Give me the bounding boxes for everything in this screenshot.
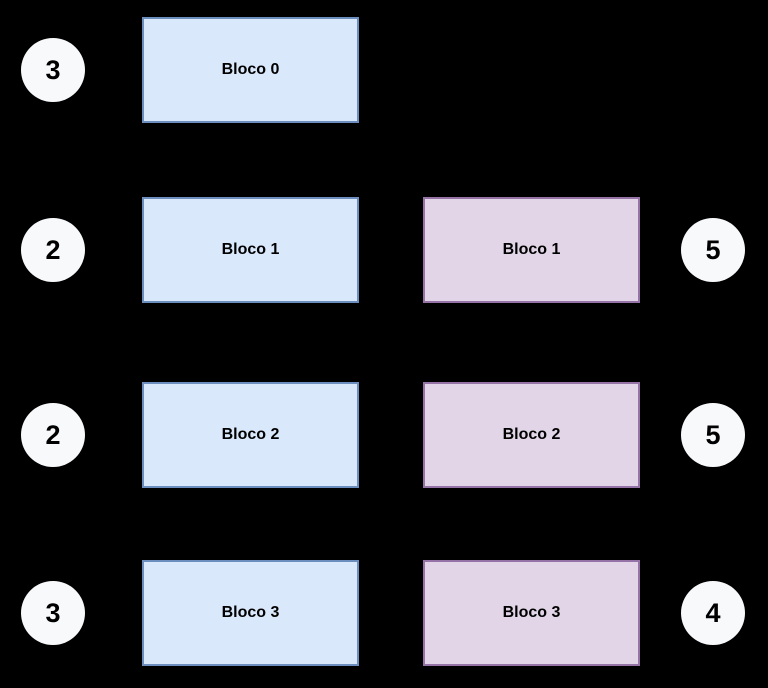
right-block[interactable]: Bloco 3 — [423, 560, 640, 666]
diagram-row: 2 Bloco 1 Bloco 1 5 — [0, 197, 768, 305]
left-block-label: Bloco 2 — [221, 426, 280, 443]
left-block-label: Bloco 1 — [221, 241, 280, 258]
diagram-row: 2 Bloco 2 Bloco 2 5 — [0, 382, 768, 490]
left-count-badge-value: 3 — [45, 597, 61, 628]
right-block[interactable]: Bloco 2 — [423, 382, 640, 488]
left-block[interactable]: Bloco 1 — [142, 197, 359, 303]
right-block-label: Bloco 3 — [502, 604, 561, 621]
left-count-badge-value: 3 — [45, 54, 61, 85]
diagram-row: 3 Bloco 3 Bloco 3 4 — [0, 560, 768, 668]
left-count-badge[interactable]: 3 — [21, 581, 85, 645]
right-block[interactable]: Bloco 1 — [423, 197, 640, 303]
left-count-badge-value: 2 — [45, 419, 61, 450]
left-count-badge[interactable]: 2 — [21, 403, 85, 467]
right-block-label: Bloco 2 — [502, 426, 561, 443]
right-block-label: Bloco 1 — [502, 241, 561, 258]
right-count-badge-value: 5 — [705, 419, 721, 450]
diagram-row: 3 Bloco 0 — [0, 17, 768, 125]
left-block-label: Bloco 0 — [221, 61, 280, 78]
right-count-badge[interactable]: 5 — [681, 403, 745, 467]
left-count-badge[interactable]: 3 — [21, 38, 85, 102]
left-block[interactable]: Bloco 2 — [142, 382, 359, 488]
left-block-label: Bloco 3 — [221, 604, 280, 621]
right-count-badge-value: 5 — [705, 234, 721, 265]
right-count-badge[interactable]: 5 — [681, 218, 745, 282]
left-count-badge-value: 2 — [45, 234, 61, 265]
right-count-badge[interactable]: 4 — [681, 581, 745, 645]
left-block[interactable]: Bloco 3 — [142, 560, 359, 666]
right-count-badge-value: 4 — [705, 597, 721, 628]
left-count-badge[interactable]: 2 — [21, 218, 85, 282]
left-block[interactable]: Bloco 0 — [142, 17, 359, 123]
